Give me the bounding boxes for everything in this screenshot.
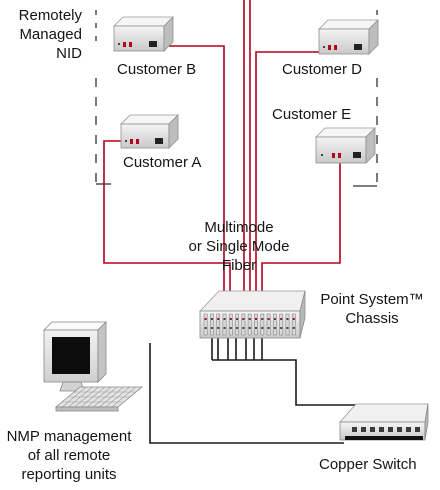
fiber-label: Multimode or Single Mode Fiber	[188, 219, 290, 274]
point-system-chassis	[199, 290, 306, 339]
customer-a-label: Customer A	[123, 154, 202, 171]
point-system-chassis-label: Point System™ Chassis	[320, 291, 424, 327]
nmp-management-label: NMP management of all remote reporting u…	[6, 428, 132, 483]
copper-links	[149, 326, 356, 444]
nmp-workstation	[43, 321, 144, 412]
nid-device-customer-d	[318, 19, 379, 55]
nid-device-customer-e	[315, 127, 376, 164]
fiber-customer-b	[155, 45, 225, 296]
fiber-customer-e	[261, 160, 341, 296]
customer-e-label: Customer E	[272, 106, 352, 123]
copper-switch-label: Copper Switch	[319, 456, 417, 473]
copper-bus	[212, 359, 356, 406]
nid-device-customer-a	[120, 114, 179, 149]
remotely-managed-nid-label: Remotely Managed NID	[18, 7, 82, 62]
fiber-customer-d	[255, 51, 332, 296]
fiber-links	[103, 0, 341, 296]
keyboard	[54, 386, 144, 412]
switch-ports	[352, 427, 420, 432]
customer-b-label: Customer B	[117, 61, 197, 78]
copper-switch	[339, 403, 429, 441]
fiber-customer-a	[103, 140, 231, 296]
nid-device-customer-b	[113, 16, 174, 52]
chassis-slots	[203, 313, 296, 336]
copper-nmp-link	[149, 343, 344, 444]
monitor-screen	[52, 337, 90, 374]
customer-d-label: Customer D	[282, 61, 363, 78]
